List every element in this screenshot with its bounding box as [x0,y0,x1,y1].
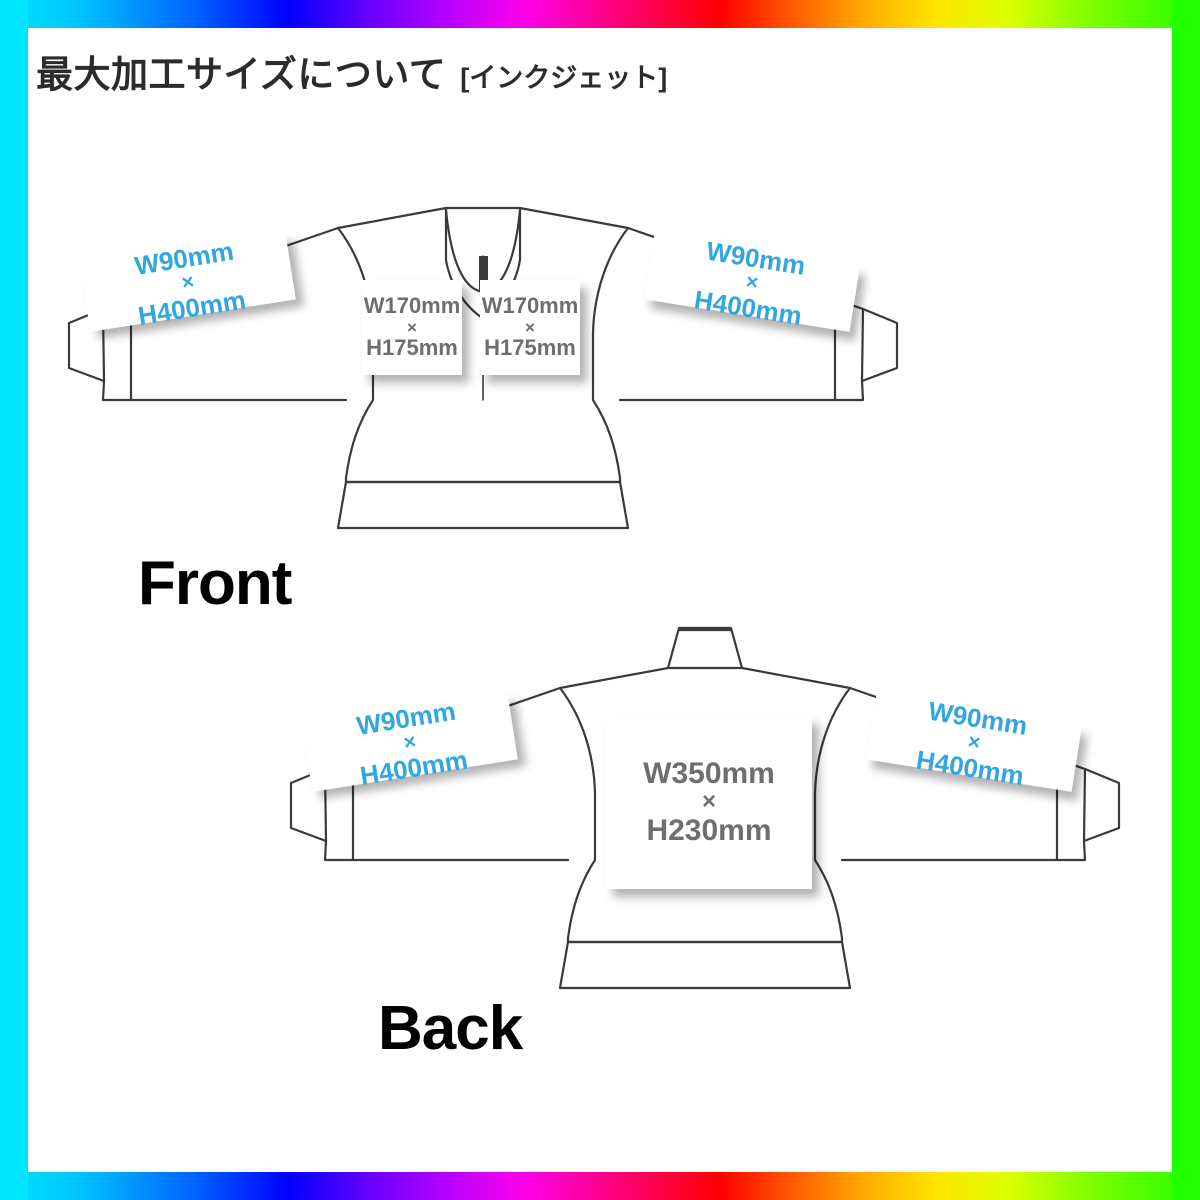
front-left-chest-size-tag: W170mm × H175mm [362,280,462,375]
back-body-size-tag: W350mm × H230mm [606,716,812,889]
jacket-diagram-svg [67,206,1121,990]
front-zipper-pull [479,256,488,291]
page-title: 最大加工サイズについて [インクジェット] [36,44,667,98]
front-left-chest-height: H175mm [366,335,458,361]
back-right-cuff-line [1082,767,1087,843]
front-hem-band [336,480,630,530]
rainbow-border-right [1172,0,1200,1200]
front-left-shoulder [336,206,448,230]
page-title-main: 最大加工サイズについて [36,54,447,95]
back-right-shoulder [740,666,852,690]
back-left-sleeve-sep: × [402,730,418,756]
back-collar [666,626,744,670]
back-hem-band [558,940,852,990]
front-right-cuff-line [860,307,865,383]
front-left-sleeve-sep: × [180,270,196,296]
front-right-sleeve-sep: × [744,270,760,296]
back-body-sep: × [701,788,716,816]
content-canvas: 最大加工サイズについて [インクジェット] [28,28,1172,1172]
back-body-width: W350mm [643,756,775,790]
front-right-chest-width: W170mm [481,293,579,319]
back-view-label: Back [378,994,523,1063]
page-title-method: [インクジェット] [460,63,668,93]
front-left-chest-sep: × [407,317,417,337]
front-right-chest-size-tag: W170mm × H175mm [480,280,580,375]
rainbow-border-left [0,0,28,1200]
back-left-shoulder [558,666,670,690]
back-jacket-illustration [289,626,1121,990]
front-right-sleeve-outline [618,226,899,402]
back-right-sleeve-outline [840,686,1121,862]
back-body-height: H230mm [646,813,772,847]
front-view-label: Front [138,549,292,618]
back-right-sleeve-sep: × [966,730,982,756]
rainbow-border-bottom [0,1172,1200,1200]
front-left-chest-width: W170mm [363,293,461,319]
rainbow-border-top [0,0,1200,28]
front-right-shoulder [518,206,630,230]
front-right-chest-sep: × [525,317,535,337]
front-right-chest-height: H175mm [484,335,576,361]
